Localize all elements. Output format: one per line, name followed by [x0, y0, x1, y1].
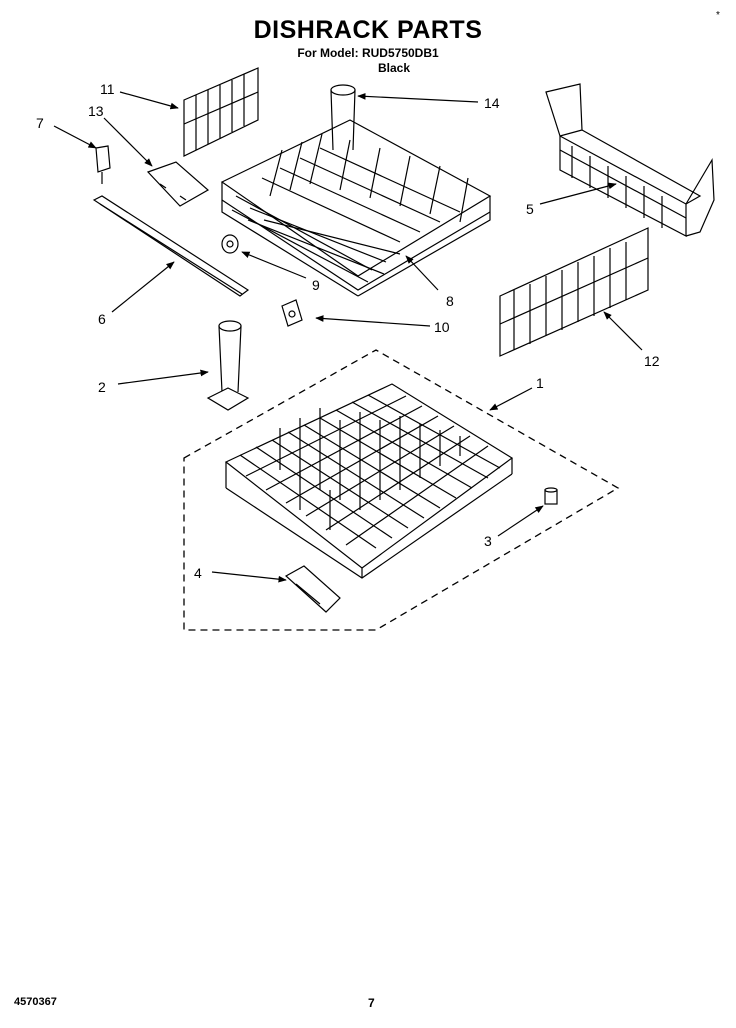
- leader-line-10: [315, 315, 431, 327]
- callout-13: 13: [88, 103, 104, 119]
- lower-spray-post: [206, 320, 250, 411]
- leader-line-12: [603, 311, 643, 351]
- leader-line-6: [111, 261, 175, 313]
- corner-mark: *: [716, 10, 720, 21]
- tine-row-lower: [499, 227, 649, 357]
- rack-rail: [92, 195, 250, 297]
- page-number: 7: [368, 996, 375, 1010]
- leader-line-9: [241, 251, 307, 279]
- callout-5: 5: [526, 201, 534, 217]
- lower-rack-assembly-outline: [183, 349, 620, 631]
- leader-line-8: [405, 255, 439, 291]
- callout-2: 2: [98, 379, 106, 395]
- lower-dishrack: [224, 383, 514, 579]
- leader-line-3: [497, 505, 544, 537]
- document-number: 4570367: [14, 996, 57, 1008]
- leader-line-5: [539, 182, 617, 205]
- model-line: For Model: RUD5750DB1: [297, 46, 439, 60]
- callout-7: 7: [36, 115, 44, 131]
- callout-3: 3: [484, 533, 492, 549]
- callout-14: 14: [484, 95, 500, 111]
- silverware-basket: [545, 83, 715, 237]
- callout-1: 1: [536, 375, 544, 391]
- callout-4: 4: [194, 565, 202, 581]
- rack-handle: [284, 565, 341, 613]
- upper-spray-post: [330, 84, 356, 151]
- callout-8: 8: [446, 293, 454, 309]
- callout-9: 9: [312, 277, 320, 293]
- tine-row-upper: [183, 67, 259, 157]
- leader-line-1: [489, 387, 533, 411]
- leader-line-4: [211, 571, 287, 583]
- leader-line-2: [117, 369, 209, 385]
- color-line: Black: [378, 61, 411, 75]
- callout-10: 10: [434, 319, 450, 335]
- leader-line-14: [357, 93, 479, 103]
- rack-clip: [146, 161, 210, 207]
- rack-cap: [544, 487, 558, 505]
- rack-roller-assembly: [281, 299, 303, 327]
- callout-11: 11: [100, 81, 115, 97]
- rack-latch: [95, 145, 111, 184]
- leader-line-13: [103, 117, 153, 167]
- callout-12: 12: [644, 353, 660, 369]
- upper-dishrack: [220, 119, 492, 297]
- leader-line-11: [119, 91, 179, 110]
- callout-6: 6: [98, 311, 106, 327]
- page-title: DISHRACK PARTS: [253, 16, 483, 44]
- rack-roller: [221, 234, 239, 254]
- leader-line-7: [53, 125, 97, 149]
